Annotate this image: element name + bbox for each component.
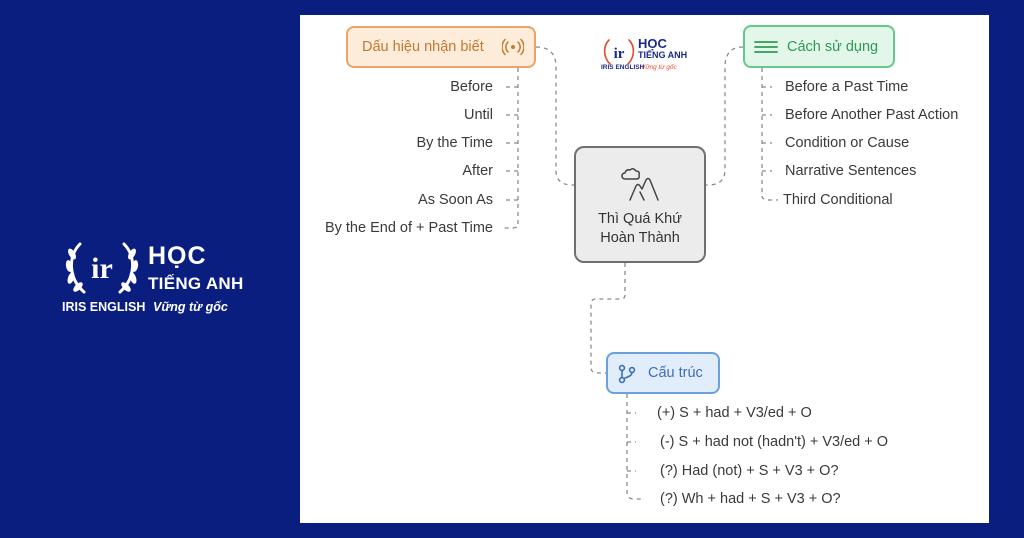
center-logo-title-line1: HỌC (638, 36, 667, 51)
structure-item: (+) S + had + V3/ed + O (657, 405, 812, 421)
brand-logo: ir HỌC TIẾNG ANH IRIS ENGLISH Vững từ gố… (62, 236, 262, 320)
structure-item: (-) S + had not (hadn't) + V3/ed + O (660, 434, 889, 450)
structure-item: (?) Had (not) + S + V3 + O? (660, 463, 839, 479)
center-logo-school: IRIS ENGLISH (601, 64, 645, 71)
ir-small-icon: ir (603, 39, 635, 65)
laurel-ir-icon: ir (65, 242, 139, 294)
usage-item: Before Another Past Action (785, 107, 959, 123)
center-title-line2: Hoàn Thành (600, 229, 680, 246)
signals-item: By the End of + Past Time (324, 220, 493, 236)
center-logo-title-line2: TIẾNG ANH (638, 50, 688, 60)
brand-title-line2: TIẾNG ANH (148, 274, 244, 293)
usage-item: Condition or Cause (785, 135, 910, 151)
mindmap-panel: ir HỌC TIẾNG ANH IRIS ENGLISH Vững từ gố… (300, 15, 989, 523)
signals-item: Until (463, 107, 493, 123)
mountain-cloud-icon (621, 167, 659, 201)
usage-node: Cách sử dụng (743, 25, 895, 68)
list-lines-icon (754, 41, 778, 53)
center-node-title: Thì Quá Khứ Hoàn Thành (598, 210, 682, 248)
center-node: Thì Quá Khứ Hoàn Thành (574, 146, 706, 263)
signals-node: Dấu hiệu nhận biết (346, 26, 536, 68)
structure-node: Cấu trúc (606, 352, 720, 394)
signals-item: Before (450, 79, 493, 95)
structure-item: (?) Wh + had + S + V3 + O? (660, 491, 841, 507)
center-title-line1: Thì Quá Khứ (598, 210, 682, 227)
center-logo-tagline: Vững từ gốc (641, 64, 677, 71)
signals-item: After (462, 163, 493, 179)
branch-icon (618, 364, 636, 384)
brand-title-line1: HỌC (148, 242, 207, 270)
svg-text:ir: ir (91, 252, 113, 285)
usage-item: Narrative Sentences (785, 163, 917, 179)
signals-item: By the Time (416, 135, 493, 151)
structure-node-label: Cấu trúc (648, 365, 703, 381)
brand-tagline: Vững từ gốc (153, 300, 228, 314)
connector-lines (504, 46, 778, 500)
usage-node-label: Cách sử dụng (787, 39, 879, 55)
signals-item: As Soon As (418, 192, 493, 208)
usage-item: Before a Past Time (785, 79, 909, 95)
center-brand-logo: ir HỌC TIẾNG ANH IRIS ENGLISH Vững từ gố… (601, 36, 697, 77)
broadcast-icon (502, 38, 524, 56)
usage-item: Third Conditional (783, 192, 893, 208)
brand-school: IRIS ENGLISH (62, 300, 146, 314)
signals-node-label: Dấu hiệu nhận biết (362, 39, 484, 55)
svg-text:ir: ir (614, 46, 625, 62)
